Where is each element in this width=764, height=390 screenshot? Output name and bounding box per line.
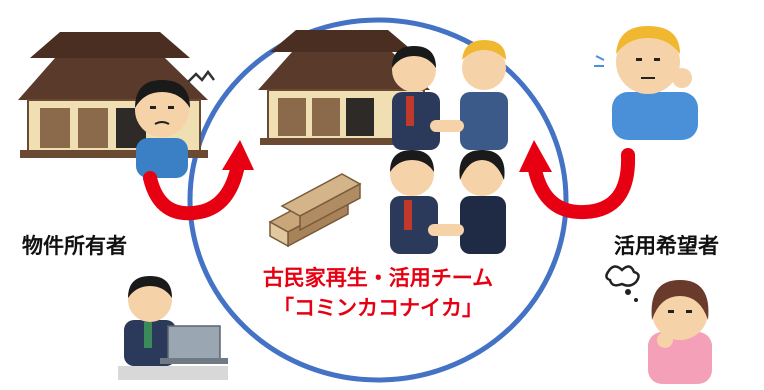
team-name-line1: 古民家再生・活用チーム [262,266,494,290]
worry-scribble-icon [187,69,215,83]
thinking-woman-icon [648,280,712,384]
left-house-icon [18,32,208,158]
right-arrow-icon [519,140,636,220]
owner-person-icon [135,80,190,178]
user-label: 活用希望者 [614,234,719,258]
team-name-line2: 「コミンカコナイカ」 [273,296,483,320]
thought-scribble-icon [605,265,640,302]
team-circle [187,17,569,383]
owner-label: 物件所有者 [22,234,127,258]
lumber-icon [268,173,362,248]
user-person-icon [594,26,698,140]
handshake-top-icon [392,40,508,150]
handshake-bottom-icon [390,150,506,254]
left-arrow-icon [143,140,254,221]
office-worker-icon [118,276,228,380]
inner-house-icon [258,30,432,145]
